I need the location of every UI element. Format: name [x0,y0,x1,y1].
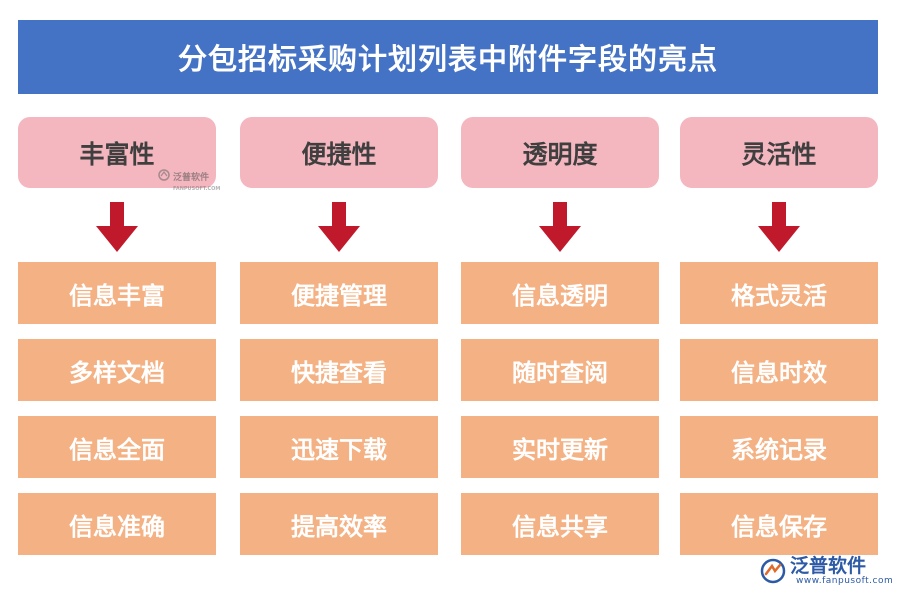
feature-item: 提高效率 [240,493,438,555]
watermark-name: 泛普软件 [173,173,210,183]
column-header: 便捷性 [240,117,438,188]
feature-item: 信息丰富 [18,262,216,324]
watermark-logo-icon [158,168,170,181]
brand-url: www.fanpusoft.com [796,576,894,586]
down-arrow-icon [461,188,659,262]
feature-item: 快捷查看 [240,339,438,401]
down-arrow-icon [18,188,216,262]
down-arrow-icon [240,188,438,262]
brand-logo: 泛普软件 www.fanpusoft.com [760,556,893,586]
watermark: 泛普软件 FANPUSOFT.COM [158,157,220,192]
feature-item: 信息共享 [461,493,659,555]
column-header: 丰富性 泛普软件 FANPUSOFT.COM [18,117,220,192]
feature-item: 格式灵活 [680,262,878,324]
column-header: 灵活性 [680,117,878,188]
fanpu-logo-icon [760,558,786,584]
feature-item: 迅速下载 [240,416,438,478]
feature-item: 随时查阅 [461,339,659,401]
column-transparency: 透明度 信息透明 随时查阅 实时更新 信息共享 [461,117,659,570]
column-header: 透明度 [461,117,659,188]
column-header-label: 便捷性 [301,139,377,169]
feature-item: 便捷管理 [240,262,438,324]
feature-item: 信息准确 [18,493,216,555]
brand-name: 泛普软件 [790,555,867,577]
feature-item: 多样文档 [18,339,216,401]
feature-item: 信息全面 [18,416,216,478]
feature-item: 信息保存 [680,493,878,555]
column-richness: 丰富性 泛普软件 FANPUSOFT.COM 信息丰富 多样文档 信息全面 信息… [18,117,220,570]
feature-item: 实时更新 [461,416,659,478]
feature-item: 信息透明 [461,262,659,324]
column-convenience: 便捷性 便捷管理 快捷查看 迅速下载 提高效率 [240,117,438,570]
column-header-label: 丰富性 [79,139,155,169]
feature-item: 系统记录 [680,416,878,478]
column-header-label: 灵活性 [741,139,817,169]
feature-item: 信息时效 [680,339,878,401]
watermark-sub: FANPUSOFT.COM [173,186,221,192]
column-header-label: 透明度 [522,139,598,169]
down-arrow-icon [680,188,878,262]
column-flexibility: 灵活性 格式灵活 信息时效 系统记录 信息保存 [680,117,878,570]
diagram-title: 分包招标采购计划列表中附件字段的亮点 [18,20,878,94]
